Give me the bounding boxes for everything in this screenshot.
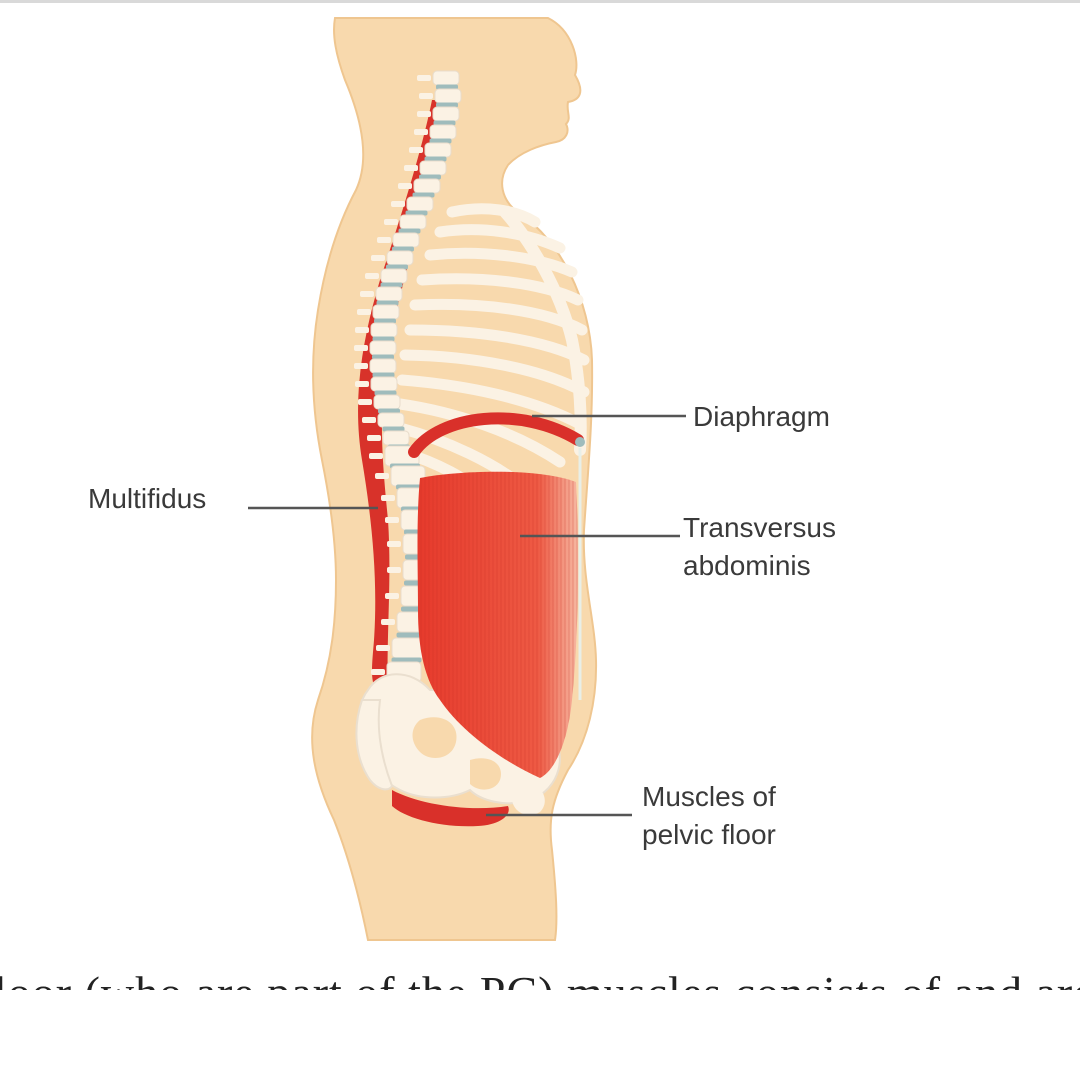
intervertebral-disc xyxy=(436,84,458,90)
cropped-caption: loor (who are part of the PC) muscles co… xyxy=(0,960,1080,990)
vertebra xyxy=(434,88,462,104)
spinous-process xyxy=(381,619,395,625)
spinous-process xyxy=(369,453,383,459)
intervertebral-disc xyxy=(372,372,395,378)
vertebra xyxy=(373,394,401,410)
spinous-process xyxy=(354,363,368,369)
intervertebral-disc xyxy=(376,300,399,306)
vertebra xyxy=(419,160,447,176)
intervertebral-disc xyxy=(412,192,435,198)
vertebra xyxy=(377,412,405,428)
vertebra xyxy=(429,124,457,140)
spinous-process xyxy=(417,75,431,81)
vertebra xyxy=(406,196,434,212)
vertebra xyxy=(369,358,397,374)
intervertebral-disc xyxy=(433,120,456,126)
label-diaphragm: Diaphragm xyxy=(693,401,830,432)
intervertebral-disc xyxy=(372,336,395,342)
pelvic-floor-muscle xyxy=(392,790,509,827)
spinous-process xyxy=(385,517,399,523)
vertebra xyxy=(399,214,427,230)
spinous-process xyxy=(358,399,372,405)
spinous-process xyxy=(355,381,369,387)
diaphragm-muscle xyxy=(408,412,584,458)
spinous-process xyxy=(377,237,391,243)
intervertebral-disc xyxy=(374,390,397,396)
label-multifidus: Multifidus xyxy=(88,483,207,514)
vertebra xyxy=(380,268,408,284)
spinous-process xyxy=(365,273,379,279)
vertebra xyxy=(392,232,420,248)
vertebra xyxy=(432,106,460,122)
spinous-process xyxy=(355,327,369,333)
intervertebral-disc xyxy=(378,408,400,414)
multifidus-muscle xyxy=(358,100,444,690)
label-transversus-abdominis: Transversus abdominis xyxy=(683,512,837,581)
spinous-process xyxy=(387,541,401,547)
intervertebral-disc xyxy=(372,354,394,360)
spinous-process xyxy=(409,147,423,153)
spinous-process xyxy=(375,473,389,479)
spinous-process xyxy=(398,183,412,189)
intervertebral-disc xyxy=(391,657,422,663)
spinous-process xyxy=(381,495,395,501)
vertebra xyxy=(424,142,452,158)
spinous-process xyxy=(404,165,418,171)
leader-lines xyxy=(248,414,686,817)
vertebra xyxy=(375,286,403,302)
vertebra xyxy=(370,322,398,338)
vertebra xyxy=(370,376,398,392)
intervertebral-disc xyxy=(398,228,421,234)
top-border xyxy=(0,0,1080,3)
spinous-process xyxy=(419,93,433,99)
label-pelvic-floor: Muscles of pelvic floor xyxy=(642,781,776,850)
intervertebral-disc xyxy=(424,156,447,162)
spinous-process xyxy=(371,255,385,261)
vertebra xyxy=(386,250,414,266)
intervertebral-disc xyxy=(386,264,408,270)
intervertebral-disc xyxy=(436,102,458,108)
spinous-process xyxy=(362,417,376,423)
spinous-process xyxy=(384,219,398,225)
spinous-process xyxy=(376,645,390,651)
spine xyxy=(354,70,462,683)
vertebra xyxy=(432,70,460,86)
intervertebral-disc xyxy=(374,318,396,324)
spinous-process xyxy=(414,129,428,135)
spinous-process xyxy=(391,201,405,207)
vertebra xyxy=(369,340,397,356)
intervertebral-disc xyxy=(392,246,414,252)
intervertebral-disc xyxy=(429,138,452,144)
spinous-process xyxy=(360,291,374,297)
intervertebral-disc xyxy=(405,210,428,216)
vertebra xyxy=(382,430,410,446)
spinous-process xyxy=(385,593,399,599)
spinous-process xyxy=(387,567,401,573)
spinous-process xyxy=(417,111,431,117)
intervertebral-disc xyxy=(382,426,405,432)
intervertebral-disc xyxy=(419,174,441,180)
intervertebral-disc xyxy=(380,282,403,288)
vertebra xyxy=(372,304,400,320)
spinous-process xyxy=(367,435,381,441)
spinous-process xyxy=(357,309,371,315)
spinous-process xyxy=(354,345,368,351)
vertebra xyxy=(413,178,441,194)
spinous-process xyxy=(371,669,385,675)
